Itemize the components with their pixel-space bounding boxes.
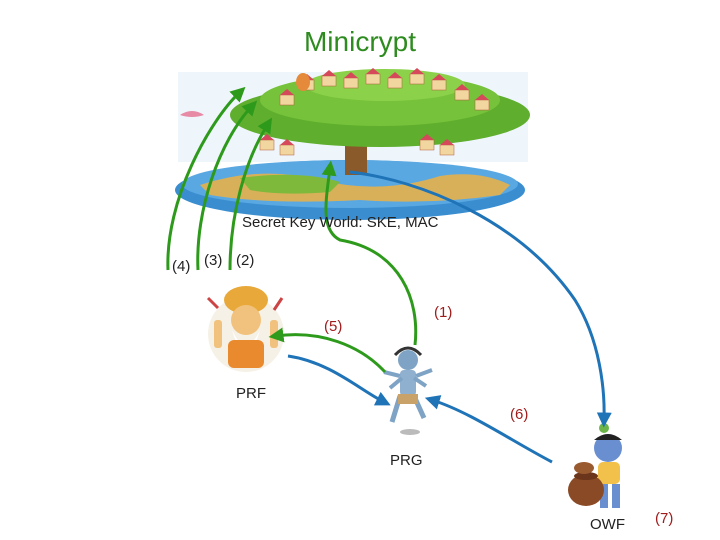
owf-deity-icon	[568, 423, 622, 508]
node-label-prf: PRF	[236, 385, 266, 402]
step-label-1: (1)	[434, 304, 453, 321]
world-illustration-icon	[175, 68, 530, 220]
prf-deity-icon	[206, 286, 284, 372]
node-label-prg: PRG	[390, 452, 423, 469]
page-title: Minicrypt	[303, 26, 416, 57]
arrow-2	[228, 117, 273, 271]
step-label-6: (6)	[510, 406, 529, 423]
arrow-1	[321, 160, 418, 346]
step-label-3: (3)	[204, 252, 223, 269]
world-label: Secret Key World: SKE, MAC	[242, 214, 439, 231]
arrow-3	[196, 100, 258, 271]
arrow-prf-prg	[287, 354, 391, 406]
step-label-7: (7)	[655, 510, 674, 527]
arrow-5	[268, 327, 387, 374]
prg-deity-icon	[383, 346, 433, 435]
arrow-6	[424, 395, 553, 464]
arrow-world-owf	[349, 170, 612, 428]
step-label-4: (4)	[172, 258, 191, 275]
step-label-2: (2)	[236, 252, 255, 269]
arrow-4	[166, 86, 246, 271]
step-label-5: (5)	[324, 318, 343, 335]
node-label-owf: OWF	[590, 516, 625, 533]
